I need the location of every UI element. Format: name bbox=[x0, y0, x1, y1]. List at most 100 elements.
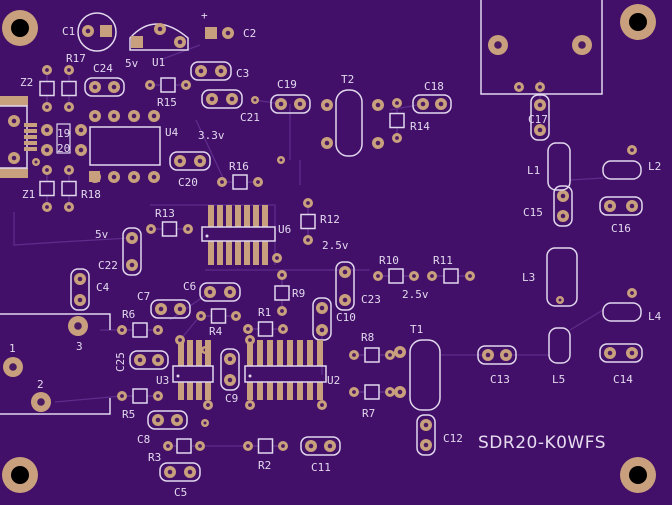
silk-label: 1 bbox=[9, 342, 16, 355]
drill-hole bbox=[177, 39, 183, 45]
capacitor-outline bbox=[199, 282, 241, 302]
silk-label: U3 bbox=[156, 374, 169, 387]
smd-pin bbox=[196, 382, 202, 400]
silk-label: U2 bbox=[327, 374, 340, 387]
smd-pin bbox=[247, 340, 253, 366]
drill-hole bbox=[203, 421, 207, 425]
drill-hole bbox=[324, 140, 330, 146]
smd-pin bbox=[244, 241, 250, 265]
drill-hole bbox=[92, 84, 98, 90]
smd-pin bbox=[287, 340, 293, 366]
capacitor-outline bbox=[201, 89, 243, 109]
drill-hole bbox=[120, 394, 124, 398]
smd-pin bbox=[235, 205, 241, 227]
drill-hole bbox=[44, 147, 50, 153]
smd-pin bbox=[297, 382, 303, 400]
usb-pin bbox=[24, 141, 37, 145]
resistor-outline bbox=[364, 347, 380, 363]
drill-hole bbox=[629, 203, 635, 209]
capacitor-outline bbox=[477, 345, 517, 365]
silk-label: R16 bbox=[229, 160, 249, 173]
drill-hole bbox=[395, 136, 399, 140]
silk-label: C21 bbox=[240, 111, 260, 124]
drill-hole bbox=[297, 101, 303, 107]
drill-hole bbox=[167, 469, 173, 475]
silk-label: L2 bbox=[648, 160, 661, 173]
silk-label: R10 bbox=[379, 254, 399, 267]
drill-hole bbox=[397, 389, 403, 395]
silk-label: 5v bbox=[125, 57, 139, 70]
board-title: SDR20-K0WFS bbox=[478, 433, 606, 453]
capacitor-outline bbox=[270, 94, 311, 114]
drill-hole bbox=[45, 205, 49, 209]
drill-hole bbox=[157, 26, 163, 32]
drill-hole bbox=[517, 85, 521, 89]
square-pad bbox=[131, 36, 143, 48]
smd-pin bbox=[262, 205, 268, 227]
drill-hole bbox=[248, 338, 252, 342]
trace bbox=[54, 395, 123, 403]
smd-pin bbox=[257, 382, 263, 400]
silk-label: L4 bbox=[648, 310, 662, 323]
smd-pin bbox=[226, 205, 232, 227]
silk-label: 2.5v bbox=[402, 288, 429, 301]
smd-pin bbox=[253, 241, 259, 265]
drill-hole bbox=[279, 158, 283, 162]
drill-hole bbox=[281, 327, 285, 331]
silk-label: 5v bbox=[95, 228, 109, 241]
mounting-hole-drill bbox=[629, 13, 647, 31]
drill-hole bbox=[248, 403, 252, 407]
drill-hole bbox=[111, 113, 117, 119]
resistor-outline bbox=[176, 438, 192, 454]
capacitor-outline bbox=[335, 261, 355, 311]
drill-hole bbox=[11, 155, 17, 161]
component-outline bbox=[409, 339, 441, 411]
drill-hole bbox=[206, 403, 210, 407]
resistor-outline bbox=[257, 321, 274, 337]
drill-hole bbox=[166, 444, 170, 448]
silk-label: L3 bbox=[522, 271, 535, 284]
component-outline bbox=[89, 126, 161, 166]
silk-label: R9 bbox=[292, 287, 305, 300]
silk-label: U4 bbox=[165, 126, 179, 139]
drill-hole bbox=[630, 148, 634, 152]
drill-hole bbox=[319, 327, 325, 333]
trace bbox=[569, 309, 604, 331]
pin1-dot bbox=[248, 374, 252, 378]
drill-hole bbox=[306, 201, 310, 205]
silk-label: C8 bbox=[137, 433, 150, 446]
square-pad bbox=[100, 25, 112, 37]
resistor-outline bbox=[388, 268, 404, 284]
silk-label: C9 bbox=[225, 392, 238, 405]
drill-hole bbox=[578, 41, 586, 49]
component-outline bbox=[244, 365, 327, 383]
drill-hole bbox=[37, 398, 45, 406]
silk-label: C5 bbox=[174, 486, 187, 499]
capacitor-outline bbox=[599, 343, 643, 363]
mounting-hole-drill bbox=[629, 466, 647, 484]
drill-hole bbox=[92, 113, 98, 119]
drill-hole bbox=[78, 127, 84, 133]
resistor-outline bbox=[210, 308, 227, 324]
smd-pin bbox=[178, 382, 184, 400]
drill-hole bbox=[352, 390, 356, 394]
smd-pin bbox=[253, 205, 259, 227]
jack-outline bbox=[0, 313, 111, 330]
drill-hole bbox=[319, 305, 325, 311]
silk-label: C16 bbox=[611, 222, 631, 235]
polarity-mark: + bbox=[201, 9, 208, 22]
drill-hole bbox=[308, 443, 314, 449]
drill-hole bbox=[129, 262, 135, 268]
smd-pin bbox=[247, 382, 253, 400]
drill-hole bbox=[229, 96, 235, 102]
drill-hole bbox=[78, 147, 84, 153]
drill-hole bbox=[246, 327, 250, 331]
silk-label: C22 bbox=[98, 259, 118, 272]
drill-hole bbox=[197, 158, 203, 164]
silk-label: C10 bbox=[336, 311, 356, 324]
silk-label: C20 bbox=[178, 176, 198, 189]
resistor-outline bbox=[132, 322, 148, 338]
capacitor-outline bbox=[159, 462, 201, 482]
silk-label: L1 bbox=[527, 164, 540, 177]
silk-label: R8 bbox=[361, 331, 374, 344]
